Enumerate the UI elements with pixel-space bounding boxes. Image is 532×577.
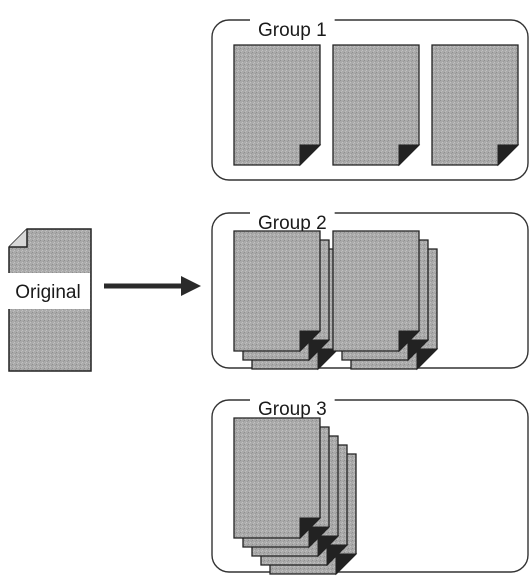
page-stack	[332, 44, 421, 167]
group-border	[211, 399, 529, 573]
page-corner	[497, 144, 520, 167]
group-title: Group 1	[258, 20, 327, 41]
group-border	[211, 19, 529, 181]
page-stack	[431, 44, 520, 167]
page-corner	[299, 144, 322, 167]
group-title-bg	[250, 396, 335, 420]
group-title: Group 3	[258, 399, 327, 420]
page-corner	[317, 535, 340, 558]
copy-page	[332, 230, 421, 353]
page-corner	[407, 339, 430, 362]
copy-page	[233, 230, 322, 353]
arrowhead	[181, 276, 201, 296]
group-title: Group 2	[258, 213, 327, 234]
copy-page	[233, 44, 322, 167]
page-corner	[398, 144, 421, 167]
arrow	[104, 276, 201, 296]
page-corner	[308, 526, 331, 549]
group-title-bg	[250, 210, 335, 234]
page-stack	[233, 44, 322, 167]
group-title-bg	[250, 17, 335, 41]
page-corner	[398, 330, 421, 353]
page-stack	[233, 417, 358, 576]
page-corner	[299, 330, 322, 353]
copy-page	[233, 417, 322, 540]
page-corner	[326, 544, 349, 567]
group-frame-3: Group 3	[211, 396, 529, 573]
original-document: Original	[6, 228, 92, 372]
page-stack	[332, 230, 439, 371]
page-corner	[416, 348, 439, 371]
copy-page	[431, 44, 520, 167]
page-corner	[335, 553, 358, 576]
page-corner	[317, 348, 340, 371]
original-label: Original	[15, 282, 80, 303]
copy-page	[332, 44, 421, 167]
page-corner	[308, 339, 331, 362]
original-label-bg	[6, 273, 90, 309]
page-stack	[233, 230, 340, 371]
group-frame-1: Group 1	[211, 17, 529, 181]
original-dog-ear	[9, 229, 28, 248]
page-corner	[299, 517, 322, 540]
